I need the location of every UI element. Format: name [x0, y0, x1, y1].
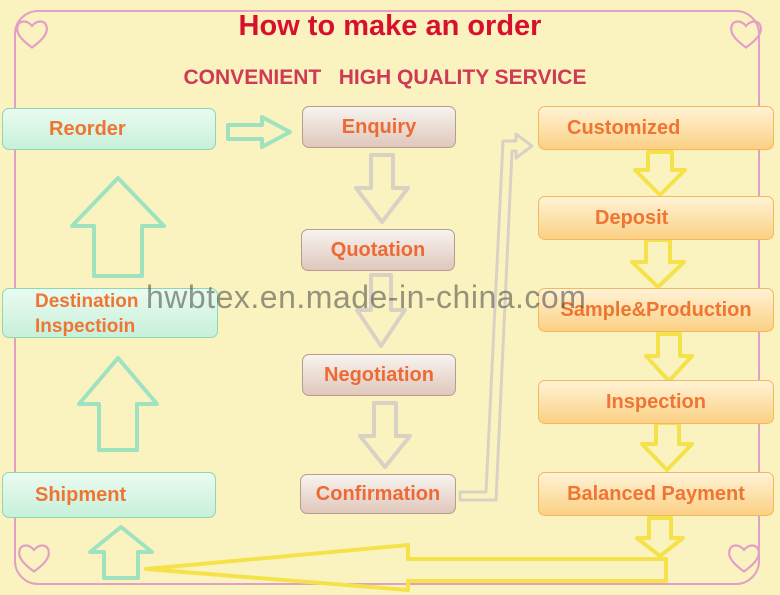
step-label: Inspection: [605, 390, 706, 413]
page-title: How to make an order: [238, 10, 542, 42]
step-balanced-payment: Balanced Payment: [538, 472, 774, 516]
step-label: Enquiry: [341, 115, 417, 138]
step-label-line2: Inspectioin: [35, 316, 136, 337]
arrow-negotiation-to-confirmation: [358, 401, 412, 469]
step-sample-production: Sample&Production: [538, 288, 774, 332]
heart-icon: [730, 20, 762, 49]
step-reorder: Reorder: [2, 108, 216, 150]
page-subtitle: CONVENIENT HIGH QUALITY SERVICE: [183, 66, 587, 89]
step-deposit: Deposit: [538, 196, 774, 240]
step-customized: Customized: [538, 106, 774, 150]
step-destination-inspection: Destination Inspectioin: [2, 288, 218, 338]
step-label: Negotiation: [324, 363, 434, 386]
step-negotiation: Negotiation: [302, 354, 456, 396]
arrow-deposit-to-sample: [630, 238, 686, 289]
step-enquiry: Enquiry: [302, 106, 456, 148]
step-label-line1: Destination: [35, 291, 139, 312]
arrow-payment-to-shipment: [144, 543, 668, 592]
step-shipment: Shipment: [2, 472, 216, 518]
arrow-destination-to-reorder: [70, 176, 166, 278]
arrow-payment-down: [635, 516, 685, 558]
step-label: Deposit: [595, 206, 669, 229]
step-label: Reorder: [49, 117, 126, 140]
step-confirmation: Confirmation: [300, 474, 456, 514]
step-inspection: Inspection: [538, 380, 774, 424]
arrow-reorder-to-enquiry: [226, 115, 292, 149]
step-label: Customized: [567, 116, 681, 139]
step-quotation: Quotation: [301, 229, 455, 271]
step-label: Confirmation: [315, 482, 441, 505]
step-label: Balanced Payment: [567, 482, 745, 505]
arrow-confirmation-to-customized: [458, 132, 534, 502]
step-label: Shipment: [35, 483, 127, 506]
step-label: Sample&Production: [560, 298, 752, 321]
arrow-return-to-shipment: [88, 525, 154, 580]
arrow-quotation-to-negotiation: [355, 273, 407, 348]
heart-icon: [18, 544, 50, 573]
arrow-enquiry-to-quotation: [354, 153, 410, 224]
watermark-text: hwbtex.en.made-in-china.com: [146, 279, 587, 315]
heart-icon: [728, 544, 760, 573]
step-label: Quotation: [330, 238, 426, 261]
arrow-shipment-to-destination: [77, 356, 159, 452]
heart-icon: [16, 20, 48, 49]
arrow-sample-to-inspection: [644, 332, 694, 383]
arrow-customized-to-deposit: [633, 150, 687, 197]
arrow-inspection-to-payment: [640, 421, 694, 472]
